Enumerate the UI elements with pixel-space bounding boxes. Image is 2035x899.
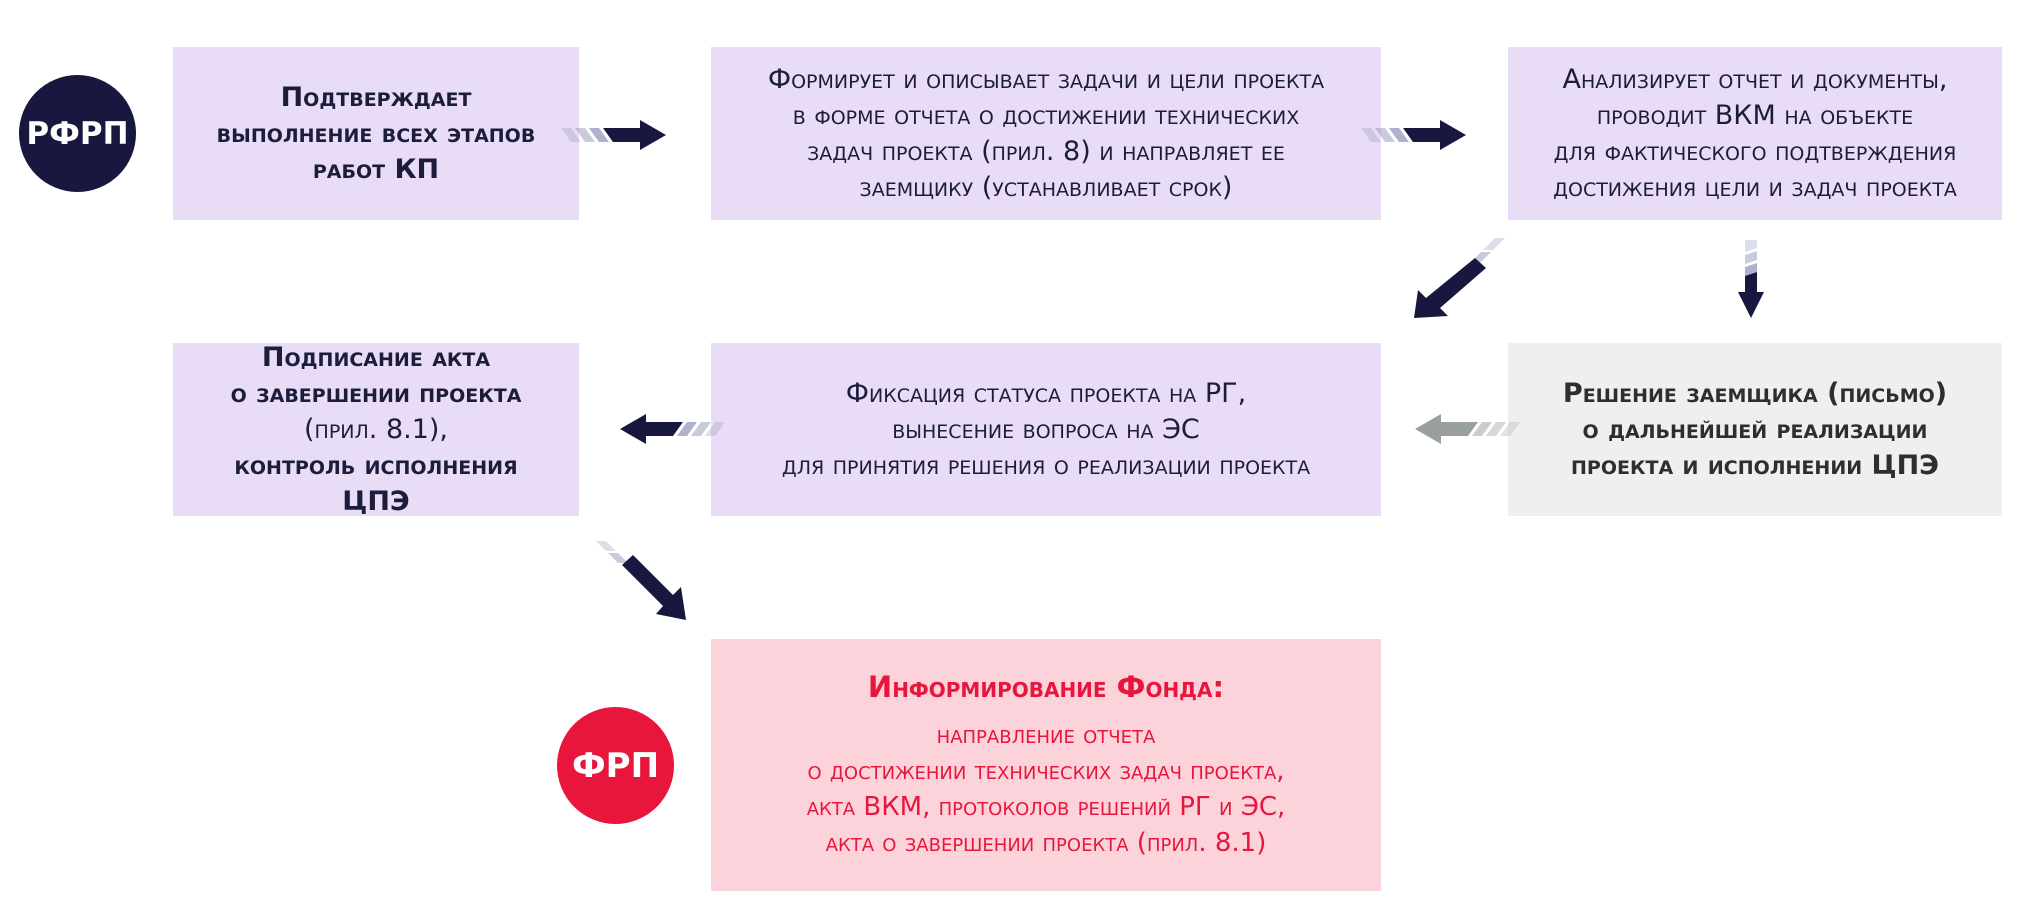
step-confirm-line-2: выполнение всех этапов [216,117,536,149]
arrow-tail-stripes [596,541,628,563]
arrow-head [1414,258,1486,318]
step-sign-line-1: Подписание акта [261,341,491,373]
step-fix-line-3: для принятия решения о реализации проект… [781,449,1311,481]
step-decision-line-2: о дальнейшей реализации [1582,413,1928,445]
frp-label: ФРП [571,745,660,786]
step-fix-line-1: Фиксация статуса проекта на РГ, [845,377,1247,409]
inform-line-2: о достижении технических задач проекта, [807,756,1285,786]
step-decision-line-1: Решение заемщика (письмо) [1562,377,1948,409]
arrow-analyze-to-decision [1738,240,1764,318]
step-form-line-3: задач проекта (прил. 8) и направляет ее [807,135,1285,167]
step-inform-fund: Информирование Фонда: направление отчета… [711,639,1381,891]
step-confirm-stages: Подтверждает выполнение всех этапов рабо… [173,47,579,220]
step-fix-status: Фиксация статуса проекта на РГ, вынесени… [711,343,1381,516]
step-analyze-line-3: для фактического подтверждения [1553,135,1957,167]
inform-line-3: акта ВКМ, протоколов решений РГ и ЭС, [806,792,1286,822]
arrow-decision-to-fix [1415,414,1520,444]
step-borrower-decision: Решение заемщика (письмо) о дальнейшей р… [1508,343,2002,516]
arrow-head [620,414,683,444]
inform-line-4: акта о завершении проекта (прил. 8.1) [825,828,1267,858]
step-sign-act: Подписание акта о завершении проекта (пр… [173,341,579,517]
step-analyze-report: Анализирует отчет и документы, проводит … [1508,47,2002,220]
step-form-line-1: Формирует и описывает задачи и цели прое… [767,63,1325,95]
step-sign-line-4: контроль исполнения ЦПЭ [234,449,518,517]
arrow-head [622,555,686,620]
step-confirm-line-1: Подтверждает [280,81,472,113]
arrow-head [1415,414,1478,444]
step-analyze-line-2: проводит ВКМ на объекте [1596,99,1914,131]
step-sign-line-2: о завершении проекта [230,377,522,409]
rfrp-badge: РФРП [19,75,136,192]
step-decision-line-3: проекта и исполнении ЦПЭ [1571,449,1939,481]
step-form-line-4: заемщику (устанавливает срок) [859,171,1233,203]
rfrp-label: РФРП [26,115,129,152]
arrow-sign-to-inform [596,541,686,620]
arrow-tail-stripes [1745,240,1757,276]
step-confirm-line-3: работ КП [312,153,440,185]
frp-badge: ФРП [557,707,674,824]
arrow-fix-to-sign [620,414,725,444]
step-analyze-line-1: Анализирует отчет и документы, [1562,63,1948,95]
inform-title: Информирование Фонда: [867,670,1225,704]
arrow-head [1403,120,1466,150]
arrow-head [1738,272,1764,318]
arrow-analyze-to-fix [1414,238,1505,318]
step-form-report: Формирует и описывает задачи и цели прое… [711,47,1381,220]
arrow-tail-stripes [1469,238,1505,264]
inform-line-1: направление отчета [936,720,1156,750]
arrow-head [603,120,666,150]
step-analyze-line-4: достижения цели и задач проекта [1553,171,1957,203]
step-form-line-2: в форме отчета о достижении технических [792,99,1300,131]
step-fix-line-2: вынесение вопроса на ЭС [892,413,1200,445]
step-sign-line-3: (прил. 8.1), [304,413,448,445]
